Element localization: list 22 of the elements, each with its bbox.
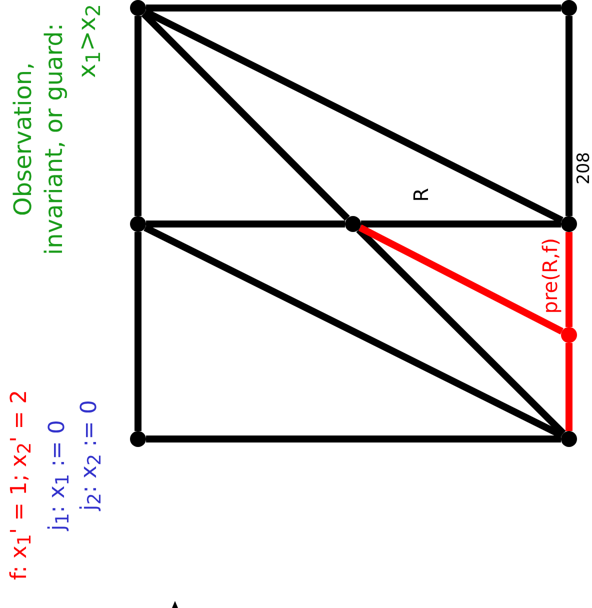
- connector-line: [566, 16, 572, 216]
- connector-line: [358, 224, 564, 334]
- connector-line: [134, 16, 142, 216]
- vertex-dot: [130, 216, 146, 232]
- edge-label: R: [408, 188, 434, 202]
- vertex-dot: [130, 0, 146, 16]
- vertex-dot: [561, 216, 577, 232]
- connector-line: [146, 220, 345, 228]
- connector-line: [566, 232, 572, 327]
- edge-label: pre(R,f): [537, 238, 563, 314]
- vertex-dot: [561, 431, 577, 447]
- vertex-dot: [561, 327, 577, 343]
- connector-line: [134, 232, 142, 431]
- connector-line: [146, 4, 561, 12]
- vertex-dot: [561, 0, 577, 16]
- annotation-text: 208: [573, 152, 592, 184]
- connector-line: [146, 436, 561, 442]
- connector-line: [361, 220, 561, 228]
- connector-line: [566, 343, 572, 431]
- vertex-dot: [130, 431, 146, 447]
- vertex-dot: [345, 216, 361, 232]
- annotation-text: Observation, invariant, or guard:: [8, 22, 70, 258]
